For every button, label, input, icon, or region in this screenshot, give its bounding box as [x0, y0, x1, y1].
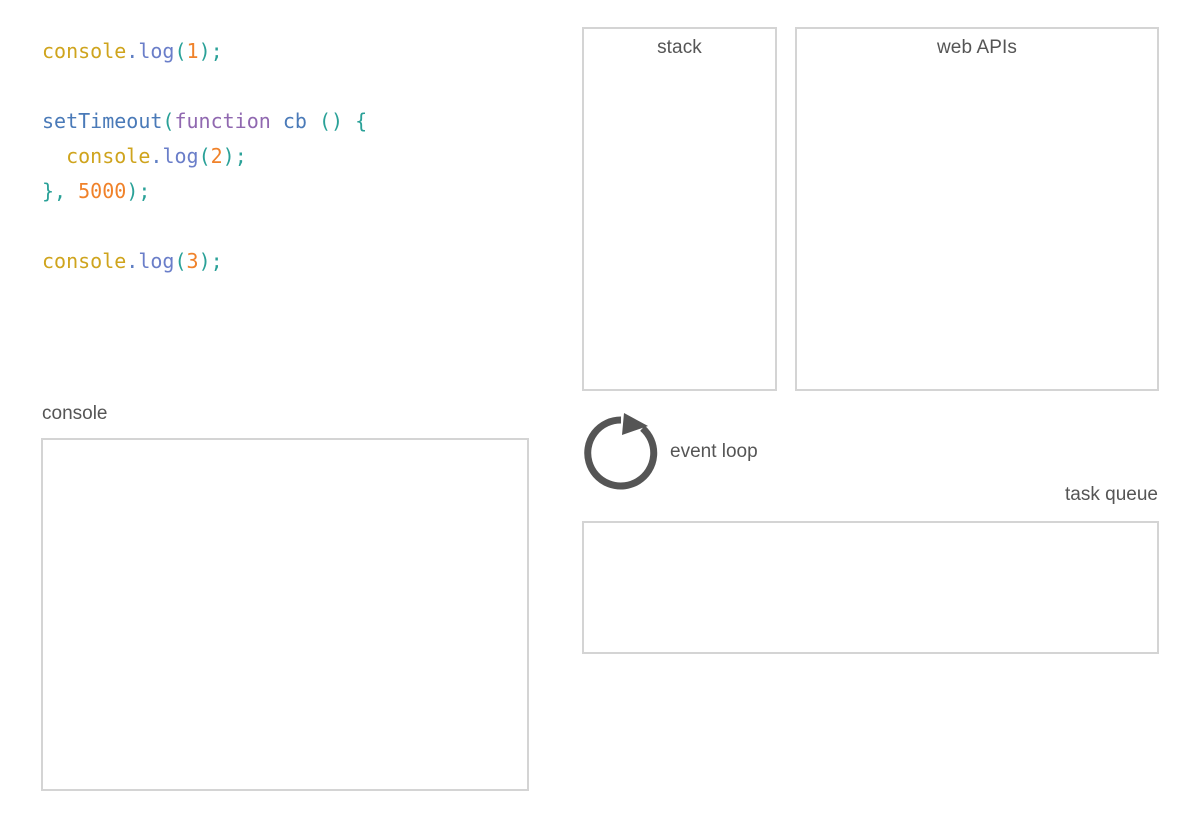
- code-token: ;: [138, 179, 151, 203]
- code-token: (: [198, 144, 211, 168]
- code-editor[interactable]: console.log(1); setTimeout(function cb (…: [42, 34, 542, 279]
- code-token: (): [318, 109, 344, 133]
- code-token: [307, 109, 319, 133]
- code-token: ;: [210, 249, 223, 273]
- code-token: function: [174, 109, 271, 133]
- code-line: console.log(2);: [42, 139, 542, 174]
- console-title: console: [42, 403, 108, 424]
- code-token: console: [42, 39, 127, 63]
- code-token: ;: [210, 39, 223, 63]
- web-apis-title: web APIs: [936, 37, 1017, 58]
- circular-arrow-icon: [578, 410, 664, 496]
- call-stack-panel[interactable]: stack: [582, 27, 777, 391]
- code-token: 5000: [78, 179, 127, 203]
- code-token: 3: [186, 249, 199, 273]
- code-token: [271, 109, 283, 133]
- code-token: [66, 179, 78, 203]
- code-token: console: [42, 249, 127, 273]
- call-stack-title: stack: [657, 37, 702, 58]
- code-token: }: [42, 179, 55, 203]
- code-token: .: [126, 39, 139, 63]
- task-queue-title: task queue: [1065, 484, 1158, 505]
- code-token: log: [138, 39, 175, 63]
- code-token: 2: [210, 144, 223, 168]
- code-token: ): [198, 39, 211, 63]
- web-apis-items: [797, 65, 1157, 389]
- code-token: ,: [54, 179, 67, 203]
- code-token: [343, 109, 355, 133]
- code-token: (: [174, 39, 187, 63]
- code-line: [42, 209, 542, 244]
- code-token: console: [66, 144, 151, 168]
- console-panel[interactable]: [41, 438, 529, 791]
- event-loop-group: event loop: [578, 410, 878, 498]
- code-token: .: [126, 249, 139, 273]
- task-queue-panel[interactable]: [582, 521, 1159, 654]
- code-line: [42, 69, 542, 104]
- console-output: [55, 448, 519, 781]
- code-token: .: [150, 144, 163, 168]
- code-token: ): [126, 179, 139, 203]
- code-line: console.log(3);: [42, 244, 542, 279]
- code-line: }, 5000);: [42, 174, 542, 209]
- code-token: 1: [186, 39, 199, 63]
- code-line: setTimeout(function cb () {: [42, 104, 542, 139]
- code-token: ;: [234, 144, 247, 168]
- event-loop-label: event loop: [670, 441, 758, 462]
- code-token: (: [162, 109, 175, 133]
- web-apis-panel[interactable]: web APIs: [795, 27, 1159, 391]
- call-stack-frames: [584, 65, 775, 389]
- code-token: ): [198, 249, 211, 273]
- code-token: ): [222, 144, 235, 168]
- code-token: (: [174, 249, 187, 273]
- code-token: {: [355, 109, 368, 133]
- task-queue-items: [584, 523, 1157, 652]
- code-line: console.log(1);: [42, 34, 542, 69]
- code-token: setTimeout: [42, 109, 163, 133]
- code-token: [42, 144, 66, 168]
- code-token: log: [162, 144, 199, 168]
- code-token: log: [138, 249, 175, 273]
- code-token: cb: [282, 109, 307, 133]
